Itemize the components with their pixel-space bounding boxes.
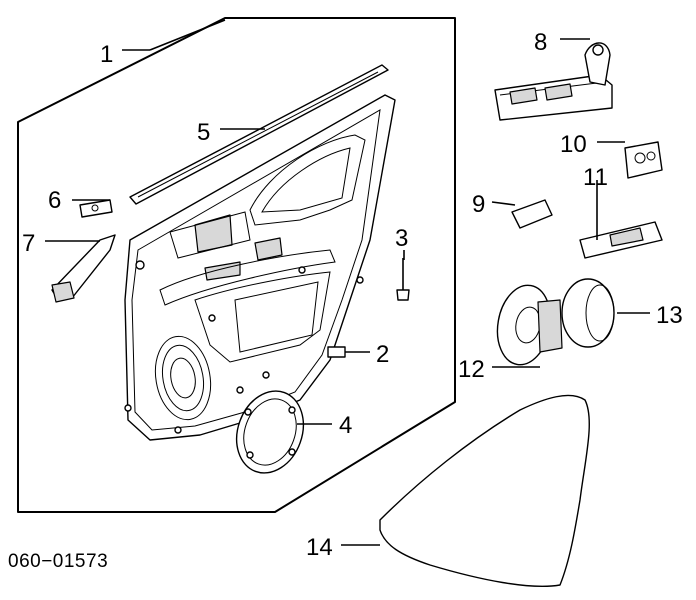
callout-4: 4 (339, 412, 352, 439)
window-switch-part-8 (494, 42, 613, 121)
callout-10: 10 (560, 131, 587, 158)
pull-handle-part-7 (51, 234, 116, 303)
callout-6: 6 (48, 187, 61, 214)
callout-3: 3 (395, 225, 408, 252)
screw-part-3 (396, 258, 410, 301)
callout-14: 14 (306, 534, 333, 561)
tweeter-part-13 (561, 278, 615, 348)
callout-labels: 1 2 3 4 5 6 7 8 9 10 11 12 13 14 060−015… (8, 29, 683, 572)
speaker-part-12 (496, 284, 563, 366)
water-deflector-part-14 (379, 394, 590, 587)
weatherstrip-part-5 (129, 64, 389, 205)
part-number-code: 060−01573 (8, 551, 108, 572)
speaker-ring-part-4 (235, 390, 305, 474)
clip-part-2 (327, 346, 370, 358)
callout-13: 13 (656, 302, 683, 329)
leader-lines (45, 19, 650, 546)
callout-2: 2 (376, 341, 389, 368)
callout-5: 5 (197, 119, 210, 146)
callout-11: 11 (583, 164, 608, 191)
switch-part-9 (511, 199, 553, 229)
callout-12: 12 (458, 356, 485, 383)
callout-1: 1 (100, 41, 113, 68)
callout-7: 7 (22, 230, 35, 257)
clip-part-6 (79, 199, 113, 218)
lock-switch-part-11 (579, 221, 663, 259)
callout-8: 8 (534, 29, 547, 56)
callout-9: 9 (472, 191, 485, 218)
mirror-switch-part-10 (624, 141, 663, 179)
